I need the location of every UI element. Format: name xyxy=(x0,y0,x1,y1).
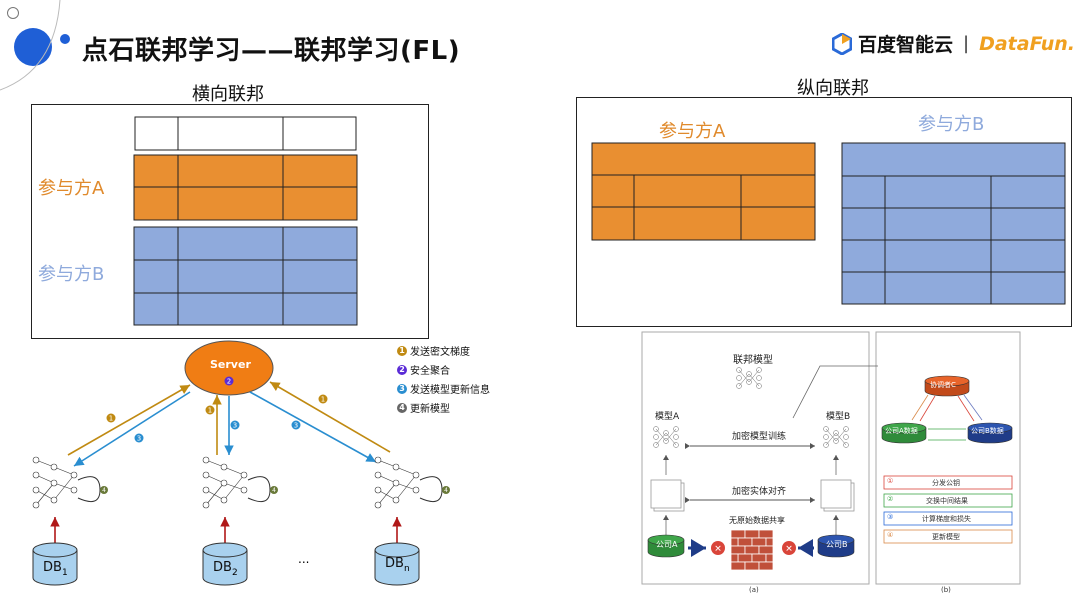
step-num-1: ① xyxy=(887,477,894,485)
db-2-cylinder xyxy=(202,550,248,586)
logo-datafun-text: DataFun. xyxy=(979,32,1076,55)
pointer-line xyxy=(792,365,878,419)
decor-blue-dot xyxy=(60,34,70,44)
legend-num-4: 4 xyxy=(397,402,407,413)
model-b-label: 模型B xyxy=(826,412,851,422)
horizontal-heading: 横向联邦 xyxy=(192,84,264,105)
horizontal-party-a-table xyxy=(133,154,358,221)
svg-text:3: 3 xyxy=(294,422,298,430)
vertical-party-a-table xyxy=(591,142,816,241)
svg-text:✕: ✕ xyxy=(714,545,722,555)
step-num-3: ③ xyxy=(887,513,894,521)
legend-text-1: 发送密文梯度 xyxy=(410,347,470,358)
neural-net-2 xyxy=(202,456,248,509)
svg-text:4: 4 xyxy=(102,487,106,494)
db-2-text: DB xyxy=(213,560,232,575)
legend-item-4: 4 更新模型 xyxy=(397,400,490,415)
legend-num-1: 1 xyxy=(397,345,407,356)
svg-text:2: 2 xyxy=(227,378,231,386)
enc-align-label: 加密实体对齐 xyxy=(732,487,787,497)
model-a-label: 模型A xyxy=(655,412,680,422)
db-1-cylinder xyxy=(32,550,78,586)
server-label: Server xyxy=(210,358,251,371)
decor-ring-icon xyxy=(7,7,19,19)
vertical-heading: 纵向联邦 xyxy=(797,78,869,99)
step-text-4: 更新模型 xyxy=(932,533,960,541)
db-2-label: DB2 xyxy=(213,556,238,578)
logo-baidu-text: 百度智能云 xyxy=(858,34,954,56)
step-num-2: ② xyxy=(887,495,894,503)
model-b-net xyxy=(823,426,849,448)
logo-separator: | xyxy=(963,33,970,54)
db-1-label: DB1 xyxy=(43,556,68,578)
legend-text-2: 安全聚合 xyxy=(410,366,450,377)
caption-a: (a) xyxy=(749,586,759,594)
decor-arc xyxy=(0,0,61,91)
svg-text:1: 1 xyxy=(109,415,113,423)
page-title: 点石联邦学习——联邦学习(FL) xyxy=(82,36,461,66)
svg-text:4: 4 xyxy=(272,487,276,494)
step-num-4: ④ xyxy=(887,531,894,539)
db-1-text: DB xyxy=(43,560,62,575)
vertical-party-b-label: 参与方B xyxy=(918,114,985,135)
svg-text:1: 1 xyxy=(321,396,325,404)
coordinator-label: 协调者C xyxy=(930,381,956,389)
vertical-party-b-table xyxy=(841,142,1066,305)
no-share-label: 无原始数据共享 xyxy=(729,516,785,525)
caption-b: (b) xyxy=(941,586,951,594)
horizontal-header-row xyxy=(134,116,357,151)
horizontal-party-b-table xyxy=(133,226,358,326)
fed-model-net xyxy=(736,367,762,389)
blocked-icon: ✕ ✕ xyxy=(711,541,796,555)
horizontal-party-a-label: 参与方A xyxy=(38,178,105,199)
firewall-icon xyxy=(730,529,774,571)
company-b-label: 公司B xyxy=(826,540,848,549)
legend-text-3: 发送模型更新信息 xyxy=(410,385,490,396)
svg-text:1: 1 xyxy=(208,407,212,415)
ellipsis: ... xyxy=(298,552,310,566)
model-a-net xyxy=(653,426,679,448)
db-1-sub: 1 xyxy=(61,568,68,579)
db-n-sub: n xyxy=(403,564,410,575)
svg-text:3: 3 xyxy=(137,435,141,443)
vfl-panel-b xyxy=(875,331,1021,585)
baidu-cloud-logo-icon xyxy=(832,32,852,55)
legend-item-3: 3 发送模型更新信息 xyxy=(397,381,490,396)
enc-train-label: 加密模型训练 xyxy=(732,432,787,442)
company-b-data-label: 公司B数据 xyxy=(971,427,1004,435)
step-text-1: 分发公钥 xyxy=(932,479,960,487)
vertical-party-a-label: 参与方A xyxy=(659,121,726,142)
legend-num-2: 2 xyxy=(397,364,407,375)
svg-text:3: 3 xyxy=(233,422,237,430)
db-n-text: DB xyxy=(385,556,404,571)
logo-area: 百度智能云 | DataFun. xyxy=(832,30,1075,57)
decor-blue-circle xyxy=(14,28,52,66)
step-text-2: 交换中间结果 xyxy=(926,497,968,505)
legend-text-4: 更新模型 xyxy=(410,404,450,415)
db-2-sub: 2 xyxy=(231,568,238,579)
neural-net-1 xyxy=(32,456,78,509)
svg-text:4: 4 xyxy=(444,487,448,494)
legend-num-3: 3 xyxy=(397,383,407,394)
db-n-cylinder xyxy=(374,550,420,586)
db-n-label: DBn xyxy=(385,552,410,574)
company-a-label: 公司A xyxy=(656,540,678,549)
svg-text:✕: ✕ xyxy=(785,545,793,555)
server-legend: 1 发送密文梯度 2 安全聚合 3 发送模型更新信息 4 更新模型 xyxy=(397,343,490,415)
legend-item-2: 2 安全聚合 xyxy=(397,362,490,377)
fed-model-label: 联邦模型 xyxy=(733,355,773,366)
company-a-data-label: 公司A数据 xyxy=(885,427,918,435)
server-node xyxy=(184,340,274,396)
legend-item-1: 1 发送密文梯度 xyxy=(397,343,490,358)
neural-net-n xyxy=(374,456,420,509)
horizontal-party-b-label: 参与方B xyxy=(38,264,105,285)
step-text-3: 计算梯度和损失 xyxy=(922,515,971,523)
